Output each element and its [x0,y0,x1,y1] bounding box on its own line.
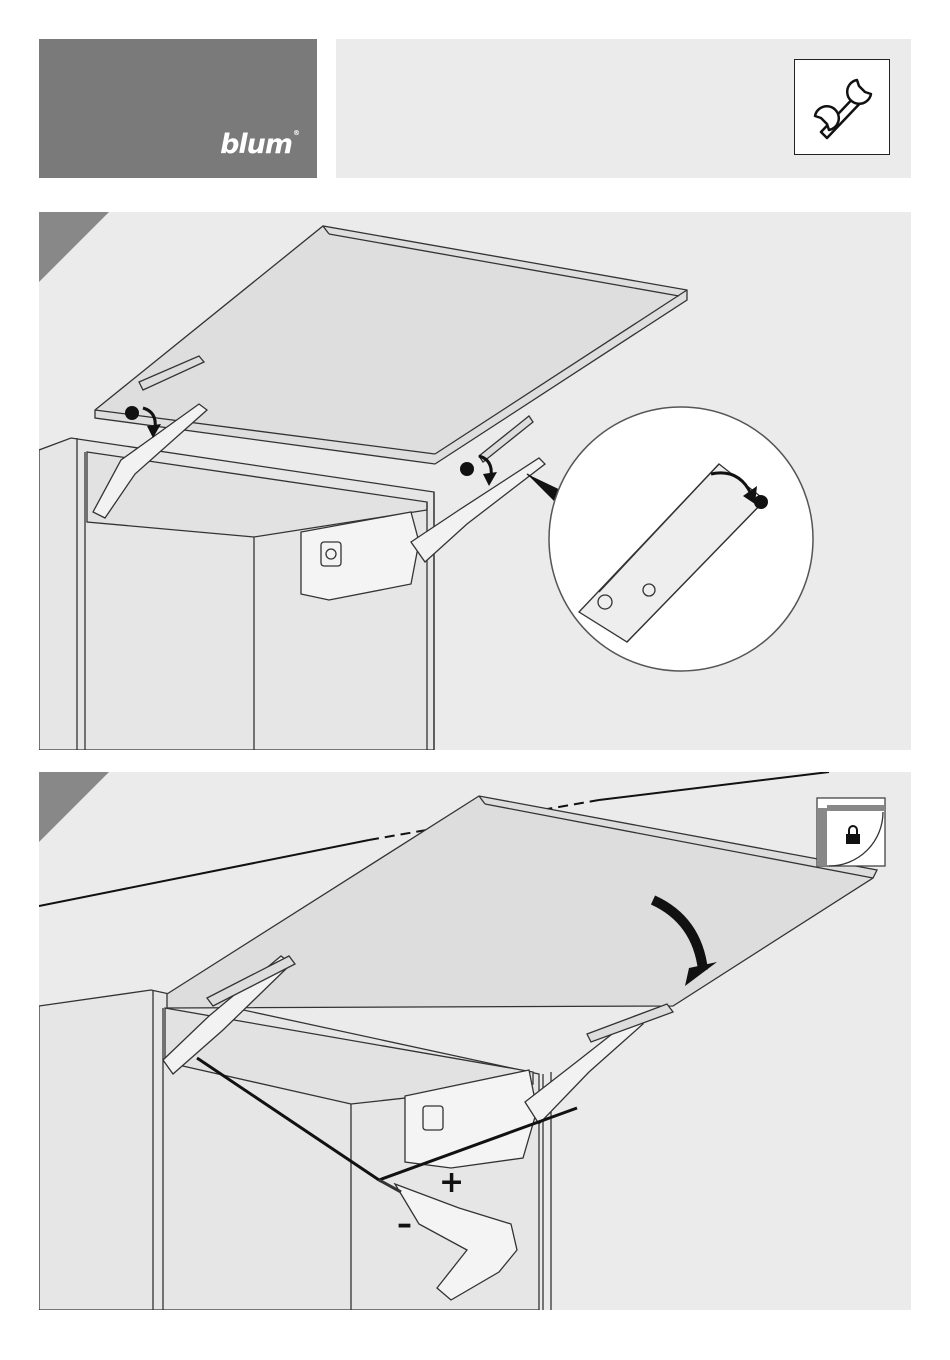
step-1-illustration [39,212,911,750]
step-2-illustration: + – [39,772,911,1310]
callout-bullet-3 [754,495,768,509]
brand-panel: blum® [39,39,317,178]
minus-sign: – [397,1207,412,1242]
title-panel [336,39,911,178]
step-2-panel: + – [39,772,911,1310]
step-1-panel [39,212,911,750]
callout-bullet-2 [460,462,474,476]
brand-registered-mark: ® [293,129,299,137]
brand-name: blum [220,129,292,160]
blum-logo: blum® [220,129,299,160]
wrench-icon [795,60,889,154]
plus-sign: + [439,1165,464,1200]
tool-box [794,59,890,155]
callout-bullet-1 [125,406,139,420]
